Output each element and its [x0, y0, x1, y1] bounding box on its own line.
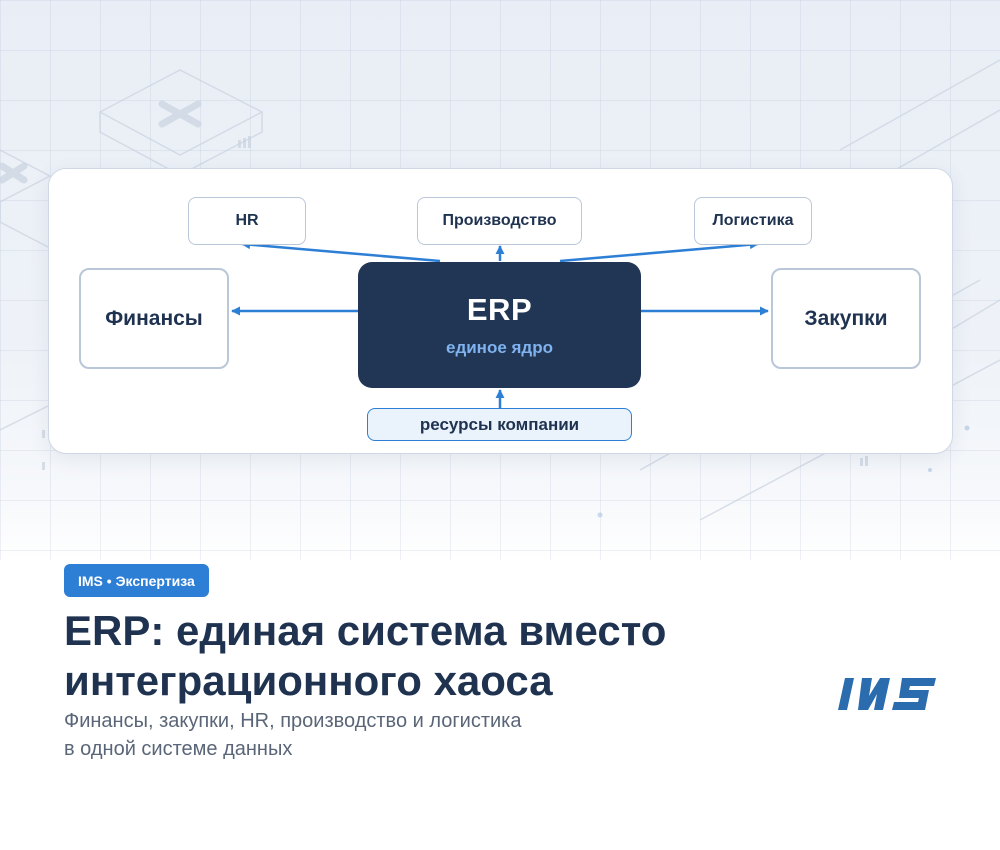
node-production: Производство — [417, 197, 582, 245]
page-subtitle-line-2: в одной системе данных — [64, 738, 293, 760]
node-logistics: Логистика — [694, 197, 812, 245]
page-subtitle: Финансы, закупки, HR, производство и лог… — [64, 707, 704, 763]
page-subtitle-line-1: Финансы, закупки, HR, производство и лог… — [64, 710, 522, 732]
node-resources: ресурсы компании — [367, 408, 632, 441]
erp-core-node: ERP единое ядро — [358, 262, 641, 388]
erp-core-title: ERP — [466, 292, 533, 327]
ims-logo — [838, 678, 936, 710]
page-title-line-2: интеграционного хаоса — [64, 657, 553, 704]
node-finance: Финансы — [79, 268, 229, 369]
node-hr: HR — [188, 197, 306, 245]
erp-core-subtitle: единое ядро — [445, 338, 553, 357]
page-title: ERP: единая система вместо интеграционно… — [64, 606, 824, 706]
node-procurement: Закупки — [771, 268, 921, 369]
page-title-line-1: ERP: единая система вместо — [64, 607, 667, 654]
category-badge: IMS • Экспертиза — [64, 564, 209, 597]
